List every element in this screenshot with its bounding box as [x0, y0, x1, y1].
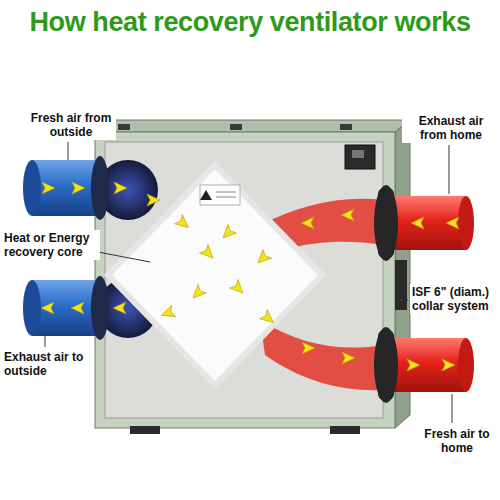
recovery-core — [108, 165, 322, 385]
housing-front — [95, 132, 395, 428]
fresh-air-duct-out — [374, 327, 474, 403]
control-box — [345, 145, 375, 169]
callout-label: Exhaust air to outside — [2, 349, 92, 379]
housing-top — [95, 120, 410, 132]
callout-label: Exhaust air from home — [402, 113, 500, 143]
exhaust-air-duct-out — [23, 276, 109, 340]
exhaust-air-duct-in — [374, 185, 474, 261]
callout-label: Fresh air to home — [414, 426, 500, 456]
fresh-air-duct-in — [23, 156, 109, 220]
diagram-title: How heat recovery ventilator works — [29, 6, 470, 38]
callout-label: Heat or Energy recovery core — [2, 230, 100, 260]
airflow-arrows — [41, 182, 459, 371]
callout-label: ISF 6" (diam.) collar system — [410, 284, 500, 314]
leader-lines — [45, 142, 452, 423]
callout-label: Fresh air from outside — [26, 110, 116, 140]
